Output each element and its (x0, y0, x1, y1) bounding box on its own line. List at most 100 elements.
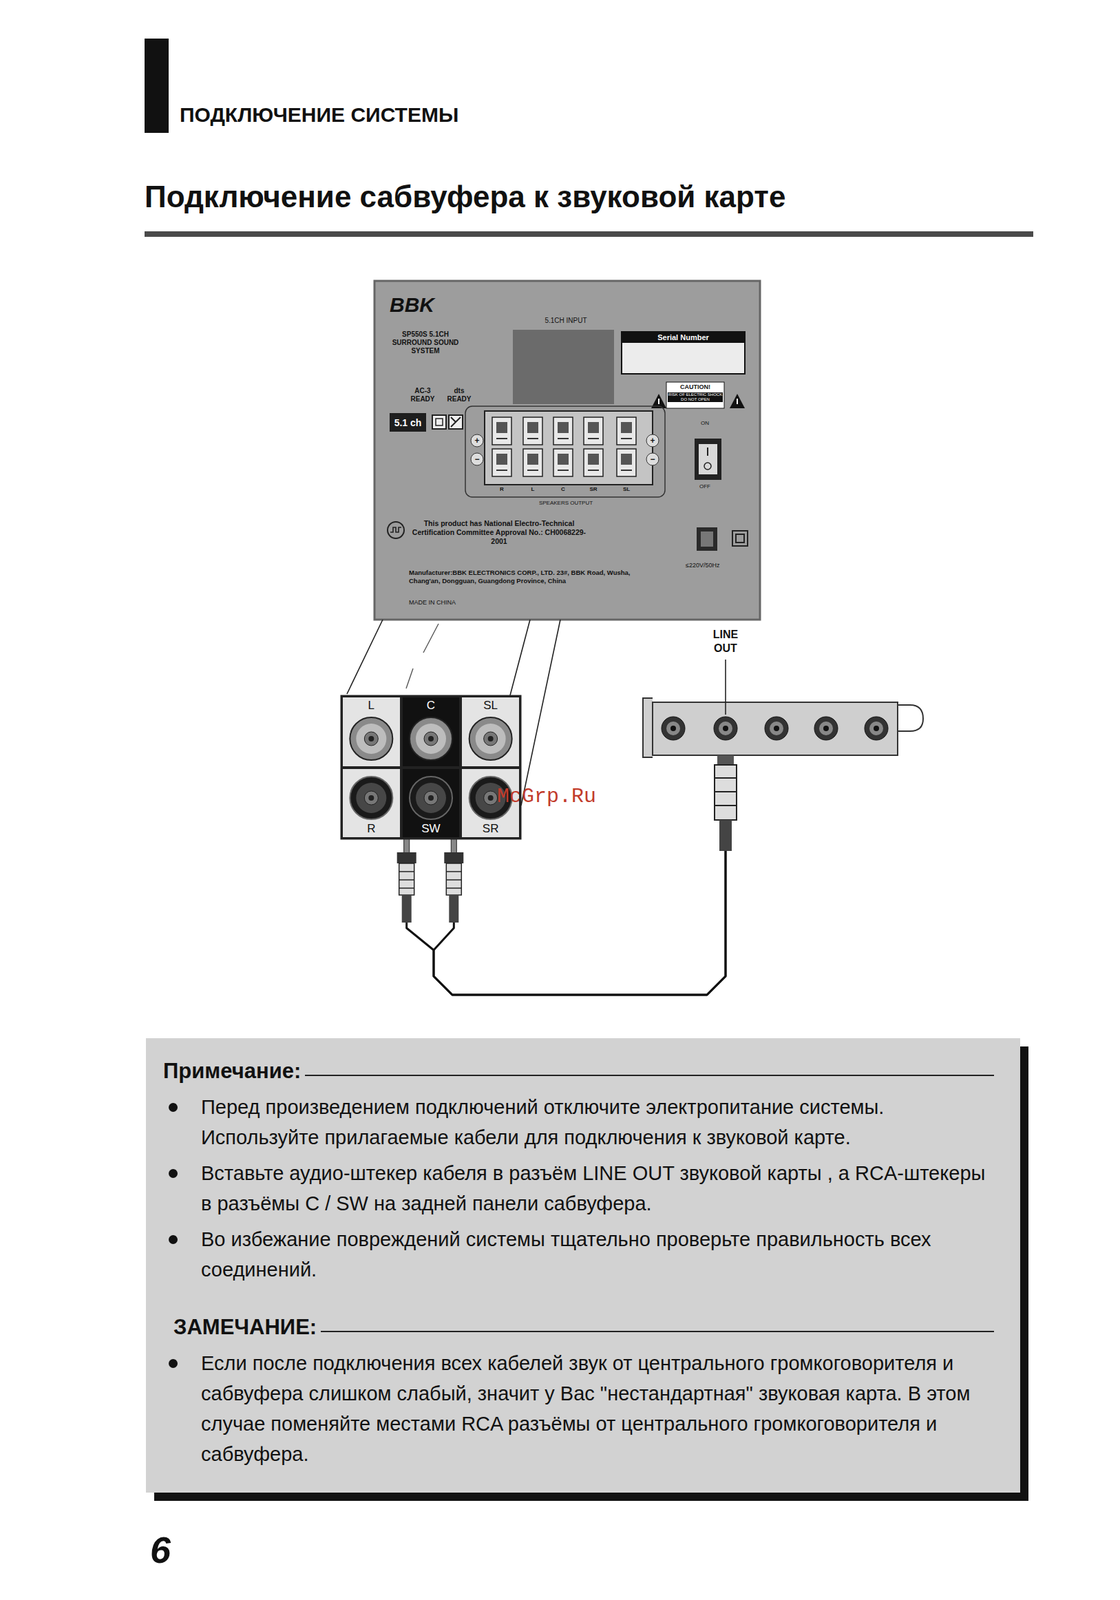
box-heading: Serial Number (622, 332, 745, 343)
speaker-terminal (616, 417, 637, 445)
rca-plug (397, 852, 417, 864)
terminal-clip (620, 437, 632, 440)
audio-jack (814, 716, 838, 741)
panel-text: 5.1 ch (389, 416, 427, 429)
connector-column (401, 695, 462, 839)
audio-jack (873, 725, 880, 732)
serial-number-box: Serial Number (620, 331, 746, 375)
rca-jack (409, 776, 453, 820)
caution-label (666, 382, 725, 409)
panel-text: SP550S 5.1CH SURROUND SOUND SYSTEM (391, 330, 460, 356)
rca-plug (399, 863, 415, 895)
panel-text: − (471, 453, 483, 465)
terminal-clip (527, 453, 539, 465)
warning-triangle (729, 393, 745, 409)
terminal-clip (527, 421, 539, 433)
note-text: Во избежание повреждений системы тщатель… (201, 1223, 995, 1285)
sound-card: LINE OUT (642, 627, 924, 756)
audio-jack (773, 725, 780, 732)
rca-plug (402, 894, 412, 923)
mini-jack-plug (714, 804, 737, 807)
audio-jack (661, 716, 685, 741)
rca-plug (399, 879, 415, 881)
note-bullet-row: Перед произведением подключений отключит… (168, 1091, 995, 1153)
power-switch (694, 438, 722, 480)
terminal-clip (496, 453, 508, 465)
note-bullet-row: Вставьте аудио-штекер кабеля в разъём LI… (168, 1157, 995, 1219)
speaker-terminal (553, 417, 573, 445)
panel-text: SR (585, 485, 602, 493)
bracket-curl (897, 704, 924, 732)
terminal-clip (527, 437, 539, 440)
mini-jack-plug (714, 790, 737, 793)
terminal-clip (496, 437, 508, 440)
rca-plug (446, 870, 462, 873)
page-title: Подключение сабвуфера к звуковой карте (144, 180, 786, 214)
terminal-clip (557, 453, 569, 465)
title-rule (144, 231, 1034, 237)
rca-jack (349, 776, 393, 820)
panel-text: + (471, 435, 483, 447)
logo-icon (450, 417, 461, 427)
panel-text: dts READY (443, 386, 475, 404)
jack-label: C (402, 698, 460, 713)
terminal-clip (527, 469, 539, 471)
jack-cell: R (341, 767, 402, 840)
sound-card-bracket-plate (652, 702, 898, 756)
rear-panel: BBKSP550S 5.1CH SURROUND SOUND SYSTEM5.1… (374, 280, 760, 620)
note-box: Примечание:Перед произведением подключен… (145, 1038, 1021, 1493)
rca-jack (424, 790, 438, 805)
bullet-dot (168, 1168, 178, 1178)
jack-cell: SW (401, 767, 462, 840)
panel-text: CAUTION! (667, 382, 723, 392)
class-ii-symbol (732, 530, 748, 546)
mini-jack-plug (717, 755, 734, 765)
jack-cell: L (341, 695, 402, 768)
panel-text: ≤220V/50Hz (685, 561, 752, 570)
polarity-mark (646, 452, 659, 466)
cable (433, 755, 726, 995)
speaker-terminal (492, 448, 512, 477)
note-text: Если после подключения всех кабелей звук… (201, 1347, 995, 1470)
heading-rule (320, 1330, 995, 1333)
panel-text: Manufacturer:BBK ELECTRONICS CORP., LTD.… (408, 568, 657, 586)
terminal-clip (620, 469, 632, 471)
panel-text: − (647, 453, 659, 465)
note-bullet-row: Если после подключения всех кабелей звук… (168, 1347, 995, 1470)
input-area (512, 329, 615, 405)
power-socket (700, 531, 714, 547)
rca-jack (424, 731, 438, 746)
bullet-dot (168, 1234, 178, 1244)
rca-plug (399, 870, 415, 873)
audio-jack (864, 716, 889, 741)
bullet-dot (168, 1358, 178, 1368)
audio-jack (764, 716, 789, 741)
mini-jack-plug (719, 819, 732, 851)
speaker-terminal (523, 448, 543, 477)
terminal-clip (587, 421, 599, 433)
terminal-clip (587, 437, 599, 440)
jack-cell: SL (460, 695, 521, 768)
rca-jack (368, 795, 374, 801)
polarity-mark (470, 434, 484, 447)
mini-jack-plug (714, 777, 737, 779)
terminal-clip (620, 421, 632, 433)
jack-label: SL (461, 698, 520, 713)
jack-label: SW (402, 821, 460, 836)
note-text: Перед произведением подключений отключит… (201, 1091, 995, 1153)
polarity-mark (646, 434, 659, 447)
jack-label: L (342, 698, 400, 713)
panel-text: RISK OF ELECTRIC SHOCK DO NOT OPEN (667, 392, 723, 403)
panel-text: + (647, 435, 659, 447)
panel-text: ON (694, 419, 716, 427)
speaker-terminal-block (484, 410, 653, 485)
logo-icon (432, 415, 447, 429)
heading-rule (304, 1074, 995, 1076)
rca-plug (399, 887, 415, 889)
panel-text: R (493, 485, 511, 493)
mini-jack-plug (714, 764, 737, 820)
audio-jack (718, 721, 733, 736)
terminal-clip (557, 469, 569, 471)
speaker-terminal (583, 448, 604, 477)
